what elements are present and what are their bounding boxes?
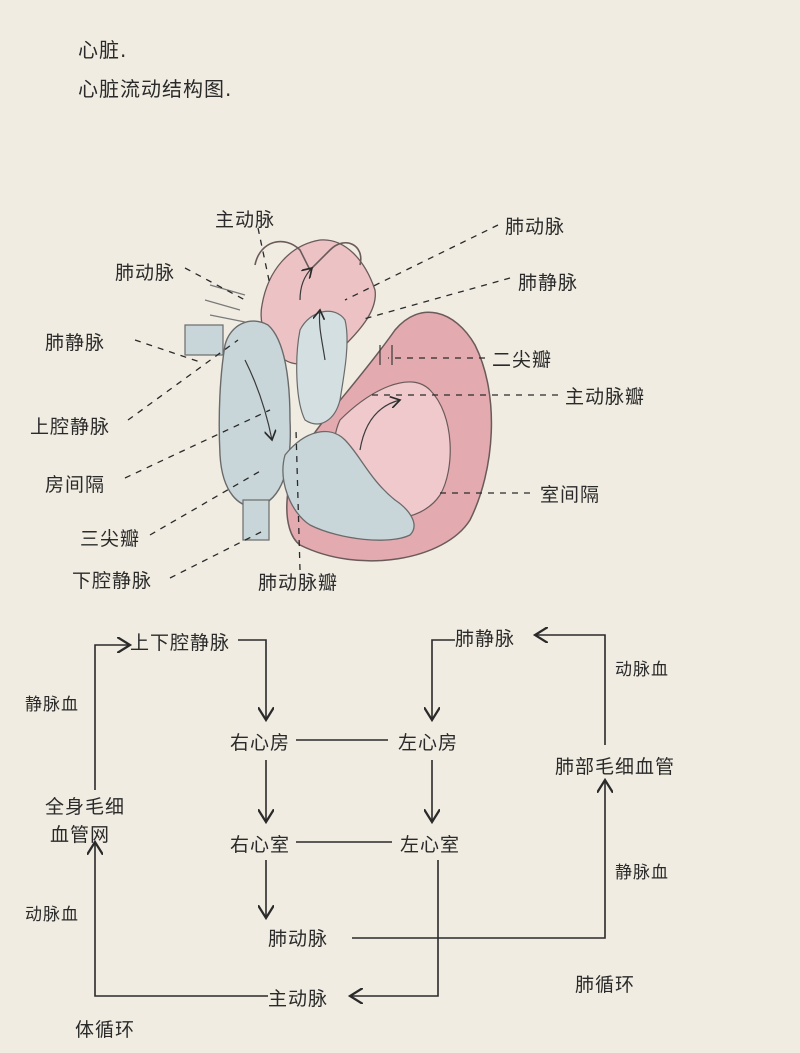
node-body-capillaries-2: 血管网 xyxy=(50,824,111,846)
label-venous-blood-left: 静脉血 xyxy=(25,695,79,715)
node-right-ventricle: 右心室 xyxy=(230,834,291,856)
node-vena-cavae: 上下腔静脉 xyxy=(130,632,231,654)
label-pulmonary-vein-right: 肺静脉 xyxy=(518,272,579,294)
page-subtitle: 心脏流动结构图. xyxy=(78,77,233,101)
node-body-capillaries-1: 全身毛细 xyxy=(45,796,126,818)
label-pulmonary-valve: 肺动脉瓣 xyxy=(258,572,339,594)
node-left-ventricle: 左心室 xyxy=(400,834,461,856)
heart-illustration xyxy=(184,239,493,562)
label-venous-blood-right: 静脉血 xyxy=(615,863,669,883)
label-ventricular-septum: 室间隔 xyxy=(540,484,601,506)
leader-lines xyxy=(124,224,558,579)
label-tricuspid-valve: 三尖瓣 xyxy=(80,528,141,550)
flow-lines xyxy=(95,635,605,996)
label-pulmonary-artery-left: 肺动脉 xyxy=(115,262,176,284)
label-atrial-septum: 房间隔 xyxy=(45,474,106,496)
label-superior-vena-cava: 上腔静脉 xyxy=(30,416,111,438)
node-aorta: 主动脉 xyxy=(268,988,329,1010)
node-left-atrium: 左心房 xyxy=(398,732,459,754)
page-title: 心脏. xyxy=(78,38,128,62)
label-aorta: 主动脉 xyxy=(215,209,276,231)
right-heart-shape xyxy=(218,320,292,507)
vena-cava-lower xyxy=(242,499,270,541)
label-arterial-blood-right: 动脉血 xyxy=(615,660,669,680)
node-pulmonary-veins: 肺静脉 xyxy=(455,628,516,650)
label-pulmonary-vein-left: 肺静脉 xyxy=(45,332,106,354)
label-inferior-vena-cava: 下腔静脉 xyxy=(72,570,153,592)
node-right-atrium: 右心房 xyxy=(230,732,291,754)
label-aortic-valve: 主动脉瓣 xyxy=(565,386,646,408)
vena-cava-upper xyxy=(184,324,224,356)
septum-blue xyxy=(296,310,348,425)
label-systemic-circulation: 体循环 xyxy=(75,1019,136,1041)
label-pulmonary-circulation: 肺循环 xyxy=(575,974,636,996)
node-pulmonary-artery: 肺动脉 xyxy=(268,928,329,950)
label-pulmonary-artery-right: 肺动脉 xyxy=(505,216,566,238)
right-ventricle-shape xyxy=(282,431,415,541)
label-arterial-blood-left: 动脉血 xyxy=(25,905,79,925)
label-mitral-valve: 二尖瓣 xyxy=(492,349,553,371)
node-lung-capillaries: 肺部毛细血管 xyxy=(555,756,676,778)
